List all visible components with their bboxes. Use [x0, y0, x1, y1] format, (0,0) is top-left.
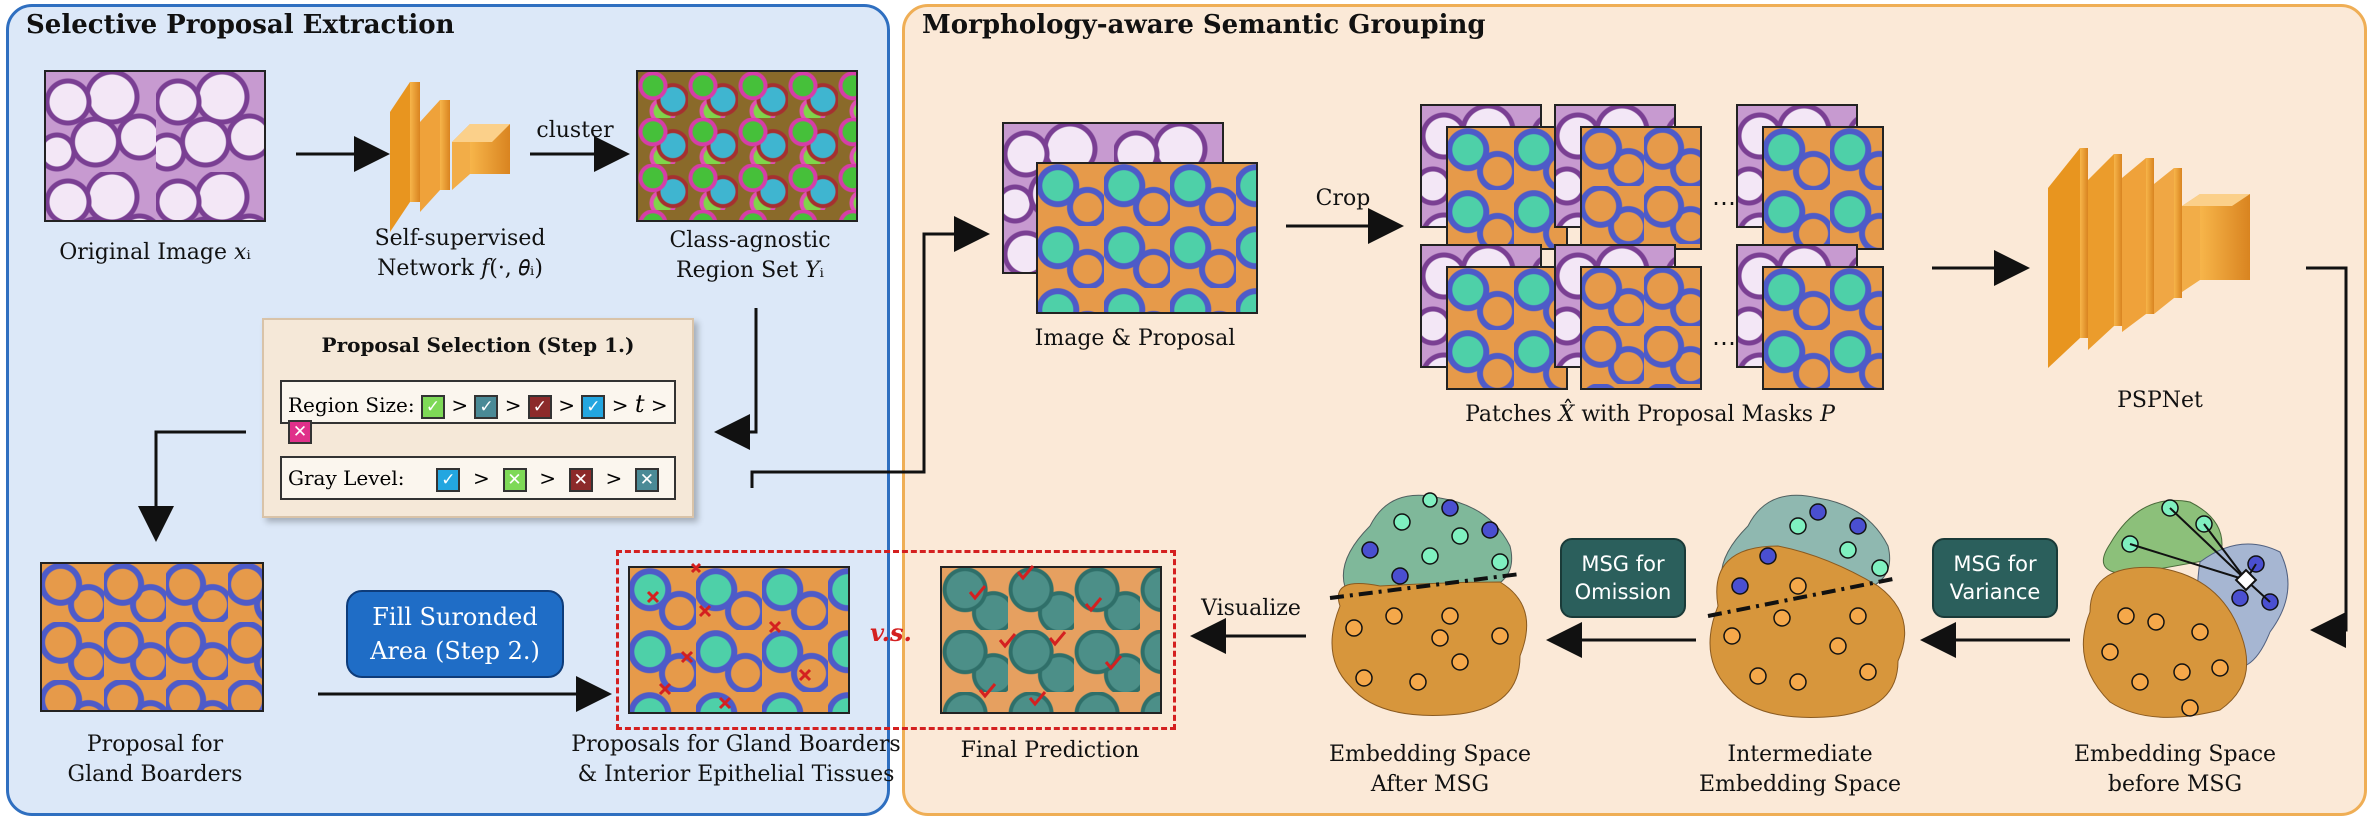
final-prediction-label: Final Prediction	[960, 738, 1140, 763]
cross-slate-icon: ✕	[634, 467, 659, 492]
prototype-icon	[2234, 568, 2258, 592]
cross-magenta-icon: ✕	[288, 420, 312, 444]
pspnet-blocks-icon	[2048, 148, 2250, 368]
embedding-intermediate	[1707, 494, 1906, 718]
cross-marks	[646, 562, 812, 710]
comparison-box	[616, 550, 1176, 730]
patch-mask	[1580, 126, 1702, 250]
network-blocks-icon	[390, 82, 510, 232]
region-set-image	[636, 70, 858, 222]
patch-mask	[1446, 126, 1568, 250]
visualize-label: Visualize	[1201, 596, 1301, 621]
vs-label: v.s.	[870, 618, 912, 647]
left-panel-title: Selective Proposal Extraction	[26, 10, 455, 40]
pspnet-label: PSPNet	[2117, 388, 2203, 413]
check-maroon-icon: ✓	[527, 394, 552, 419]
right-panel-title: Morphology-aware Semantic Grouping	[922, 10, 1486, 40]
image-proposal-label: Image & Proposal	[1034, 326, 1236, 351]
arrow-proposals-to-grouping	[750, 216, 990, 488]
embedding-after-msg	[1329, 492, 1528, 716]
cross-maroon-icon: ✕	[568, 467, 593, 492]
crop-label: Crop	[1315, 186, 1371, 211]
proposals-label: Proposals for Gland Boarders& Interior E…	[571, 732, 901, 787]
arrow-pspnet-to-embedding	[2306, 266, 2348, 648]
patch-mask	[1762, 266, 1884, 390]
check-cyan-icon: ✓	[581, 394, 606, 419]
gray-level-row: Gray Level: ✓ > ✕ > ✕ > ✕	[280, 456, 676, 500]
gray-level-label: Gray Level:	[288, 466, 405, 490]
patches-label: Patches 𝑋̂ with Proposal Masks 𝑃	[1465, 402, 1835, 427]
patch-mask	[1446, 266, 1568, 390]
ellipsis-bottom: ⋯	[1712, 329, 1736, 357]
region-size-row: Region Size: ✓ > ✓ > ✓ > ✓ > t > ✕	[280, 380, 676, 444]
check-slate-icon: ✓	[474, 394, 499, 419]
patch-mask	[1580, 266, 1702, 390]
embedding-before-msg	[2082, 499, 2289, 718]
proposal-selection-title: Proposal Selection (Step 1.)	[321, 333, 635, 357]
threshold-t: t	[634, 390, 645, 418]
ellipsis-top: ⋯	[1712, 189, 1736, 217]
check-marks	[968, 565, 1123, 707]
patch-mask	[1762, 126, 1884, 250]
arrow-selection-to-proposal	[138, 430, 246, 542]
cross-green-icon: ✕	[502, 467, 527, 492]
gland-proposal-image	[40, 562, 264, 712]
region-size-label: Region Size:	[288, 393, 415, 417]
arrow-regions-to-selection	[714, 308, 758, 450]
check-cyan-icon: ✓	[436, 467, 461, 492]
proposal-input	[1036, 162, 1258, 314]
original-image-label: Original Image 𝑥ᵢ	[59, 240, 251, 265]
original-image	[44, 70, 266, 222]
check-green-icon: ✓	[420, 394, 445, 419]
